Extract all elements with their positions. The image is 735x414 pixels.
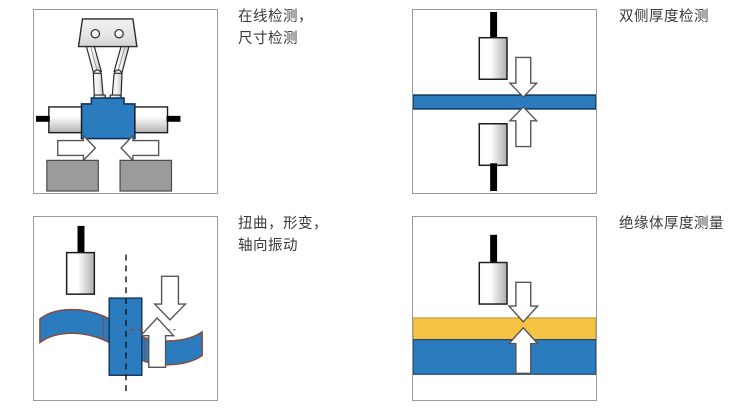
sensor [478, 234, 508, 305]
panel-cell-two-sided-thickness: 双侧厚度检测 [390, 0, 709, 194]
up-arrow [507, 326, 540, 374]
panel-cell-torsion-deformation: 扭曲，形变， 轴向振动 [0, 207, 328, 401]
panel-insulator-thickness [412, 216, 597, 401]
panel-cell-inline-inspection: 在线检测， 尺寸检测 [0, 0, 313, 194]
right-sensor [134, 106, 181, 134]
down-arrow [508, 56, 539, 99]
panel-two-sided-thickness [412, 9, 597, 194]
panel-caption-insulator-thickness: 绝缘体厚度测量 [619, 216, 724, 232]
gray-base-block-right [119, 159, 173, 192]
panel-caption-inline-inspection: 在线检测， 尺寸检测 [238, 9, 313, 48]
up-arrow [508, 105, 539, 148]
blue-conductor-layer [413, 339, 596, 375]
blue-workpiece [80, 97, 136, 140]
left-sensor [35, 106, 83, 134]
panel-caption-two-sided-thickness: 双侧厚度检测 [619, 9, 709, 25]
left-pointing-arrow [120, 133, 160, 163]
panel-cell-insulator-thickness: 绝缘体厚度测量 [390, 207, 724, 401]
right-pointing-arrow [57, 133, 97, 163]
top-sensor [478, 11, 508, 80]
gray-base-block-left [46, 159, 99, 192]
down-arrow [153, 275, 187, 321]
up-arrow [139, 316, 176, 369]
down-arrow [507, 281, 540, 323]
panel-caption-torsion-deformation: 扭曲，形变， 轴向振动 [238, 216, 328, 255]
sensor [65, 225, 96, 295]
yellow-insulation-layer [413, 317, 596, 341]
blue-material-strip [413, 94, 596, 110]
bottom-sensor [478, 123, 508, 192]
panel-inline-inspection [33, 9, 218, 194]
robot-gripper [77, 18, 138, 103]
panel-torsion-deformation [33, 216, 218, 401]
